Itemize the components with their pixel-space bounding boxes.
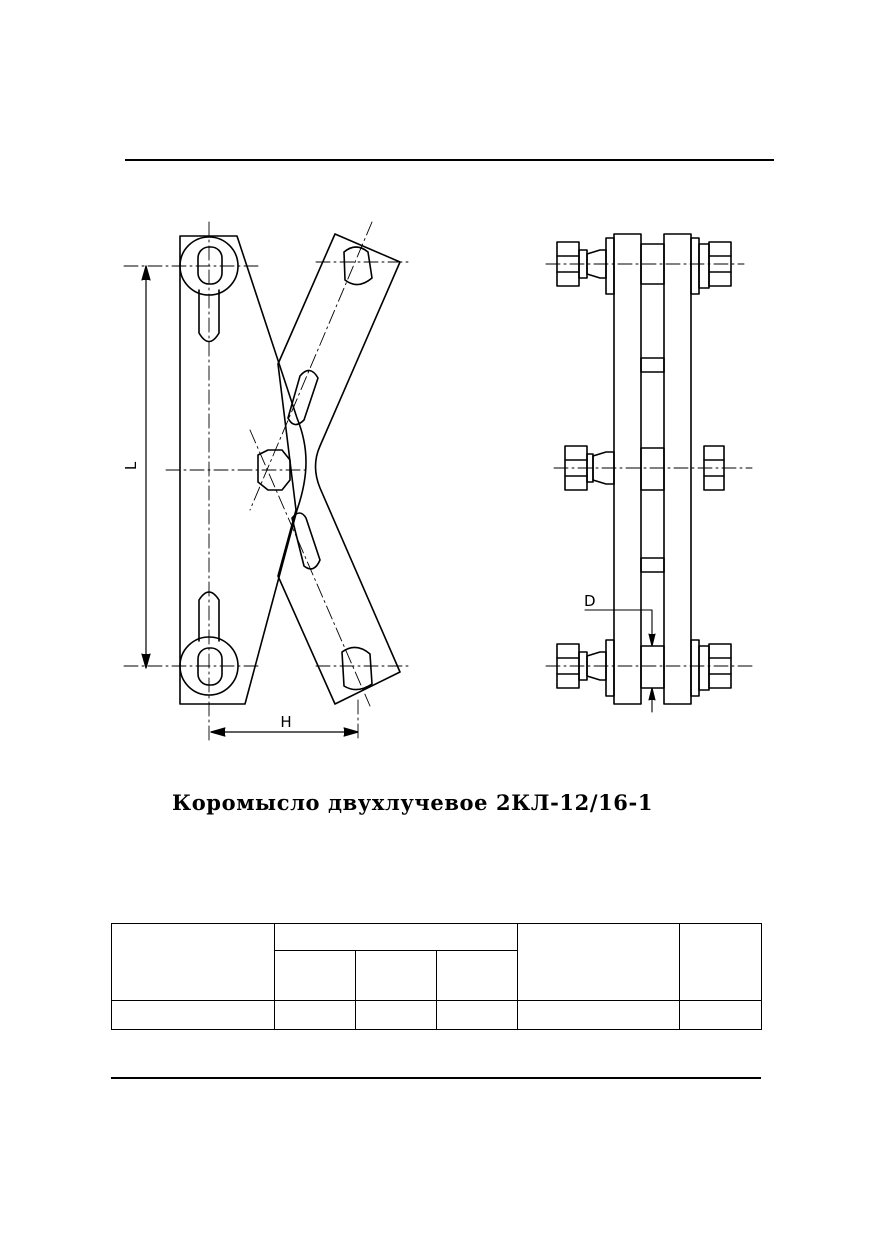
drawing-caption: Коромысло двухлучевое 2КЛ-12/16-1 (172, 790, 654, 815)
spec-cell (355, 1000, 437, 1030)
slot-hole-bottom-right (341, 646, 373, 691)
spec-table-header-row-1 (111, 923, 763, 1001)
dimension-d-label: D (584, 592, 596, 610)
dimension-l (141, 265, 151, 669)
side-plate-left (613, 233, 642, 705)
spec-subheader-cell (435, 950, 519, 1001)
spec-cell (435, 1000, 519, 1030)
slot-upper (287, 369, 319, 426)
right-plate (277, 233, 401, 705)
spec-header-cell (273, 923, 519, 951)
side-view: D (545, 233, 753, 713)
front-view: L H (122, 221, 411, 741)
spec-table-row (111, 1000, 763, 1030)
spec-cell (517, 1000, 681, 1030)
top-rule (125, 159, 774, 161)
spec-subheader-cell (355, 950, 437, 1001)
dimension-h (210, 727, 359, 737)
dimension-h-label: H (280, 713, 291, 731)
spacers (640, 243, 665, 689)
bolt-top (556, 237, 732, 295)
side-centerlines (545, 263, 753, 667)
side-plate-right (663, 233, 692, 705)
dimension-l-label: L (122, 461, 140, 470)
spec-header-cell (517, 923, 681, 1001)
spec-cell (679, 1000, 763, 1030)
spec-header-cell (111, 923, 275, 1001)
slot-hole-top-right (343, 246, 373, 286)
spec-table (111, 923, 763, 1030)
bottom-rule (111, 1077, 761, 1079)
dimension-d (584, 609, 656, 713)
front-centerlines (123, 221, 411, 741)
center-hole (257, 449, 291, 491)
spec-cell (274, 1000, 356, 1030)
slot-lower (291, 512, 321, 570)
spec-header-cell (679, 923, 763, 1001)
spec-subheader-cell (274, 950, 356, 1001)
spec-cell (111, 1000, 275, 1030)
spec-table-header-row-2 (112, 950, 762, 1001)
